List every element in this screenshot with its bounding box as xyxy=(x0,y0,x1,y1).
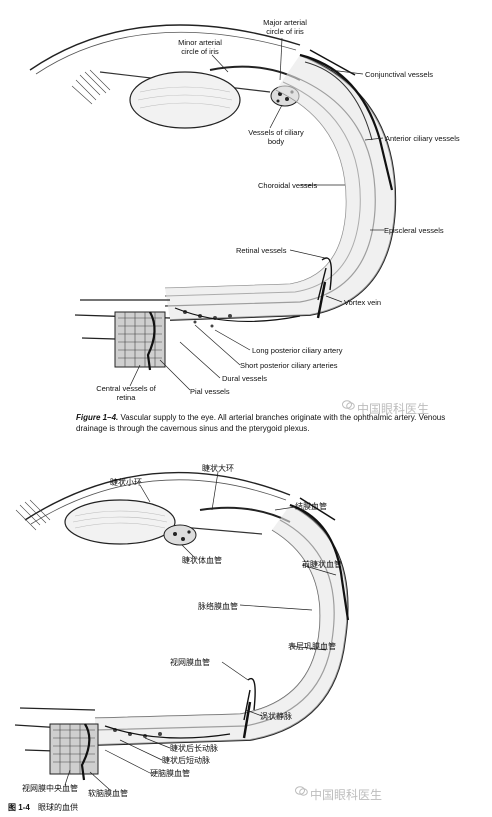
label-pial-vessels: Pial vessels xyxy=(190,387,230,396)
label-zh-dural-vessels: 硬脑膜血管 xyxy=(150,769,190,778)
label-zh-anterior-ciliary-vessels: 前睫状血管 xyxy=(302,560,342,569)
figure-number: Figure 1–4. xyxy=(76,413,119,422)
label-episcleral-vessels: Episcleral vessels xyxy=(384,226,444,235)
label-zh-major-arterial-circle: 睫状大环 xyxy=(202,464,234,473)
figure-caption-zh: 图 1-4 眼球的血供 xyxy=(8,802,78,813)
label-dural-vessels: Dural vessels xyxy=(222,374,268,383)
label-vortex-vein: Vortex vein xyxy=(344,298,382,307)
label-zh-choroidal-vessels: 脉络膜血管 xyxy=(198,602,238,611)
label-zh-long-posterior-ciliary-artery: 睫状后长动脉 xyxy=(170,744,218,753)
label-minor-arterial-circle: Minor arterial circle of iris xyxy=(178,38,222,56)
wechat-icon xyxy=(295,786,308,801)
label-zh-conjunctival-vessels: 结膜血管 xyxy=(295,502,327,511)
label-zh-vortex-vein: 涡状静脉 xyxy=(260,712,292,721)
watermark-text: 中国眼科医生 xyxy=(357,402,430,416)
figure-caption-zh-text: 眼球的血供 xyxy=(38,803,79,812)
label-major-arterial-circle: Major arterial circle of iris xyxy=(263,18,307,36)
label-anterior-ciliary-vessels: Anterior ciliary vessels xyxy=(385,134,460,143)
eye-cross-section-chinese xyxy=(14,471,350,791)
label-short-posterior-ciliary-arteries: Short posterior ciliary arteries xyxy=(240,361,338,370)
figure-caption: Figure 1–4. Vascular supply to the eye. … xyxy=(76,412,476,434)
watermark-text: 中国眼科医生 xyxy=(310,788,383,802)
figure-number-zh: 图 1-4 xyxy=(8,803,30,812)
label-zh-pial-vessels: 软脑膜血管 xyxy=(88,789,128,798)
watermark-bottom: 中国眼科医生 xyxy=(295,786,382,803)
figure-caption-text: Vascular supply to the eye. All arterial… xyxy=(76,413,446,433)
label-zh-episcleral-vessels: 表层巩膜血管 xyxy=(288,642,336,651)
diagram-english: Major arterial circle of iris Minor arte… xyxy=(0,0,492,408)
diagram-chinese: 睫状大环 睫状小环 结膜血管 睫状体血管 前睫状血管 脉络膜血管 表层巩膜血管 … xyxy=(0,440,492,812)
label-conjunctival-vessels: Conjunctival vessels xyxy=(365,70,433,79)
label-zh-minor-arterial-circle: 睫状小环 xyxy=(110,478,142,487)
label-retinal-vessels: Retinal vessels xyxy=(236,246,287,255)
label-choroidal-vessels: Choroidal vessels xyxy=(258,181,318,190)
wechat-icon xyxy=(342,400,355,415)
watermark-top: 中国眼科医生 xyxy=(342,400,429,417)
label-long-posterior-ciliary-artery: Long posterior ciliary artery xyxy=(252,346,343,355)
label-zh-short-posterior-ciliary-arteries: 睫状后短动脉 xyxy=(162,756,210,765)
label-zh-central-retinal-vessels: 视网膜中央血管 xyxy=(22,784,78,793)
label-zh-retinal-vessels: 视网膜血管 xyxy=(170,658,210,667)
label-central-vessels-retina: Central vessels of retina xyxy=(96,384,156,402)
eye-cross-section-english xyxy=(29,24,397,391)
label-vessels-ciliary-body: Vessels of ciliary body xyxy=(248,128,304,146)
label-zh-ciliary-body-vessels: 睫状体血管 xyxy=(182,556,222,565)
